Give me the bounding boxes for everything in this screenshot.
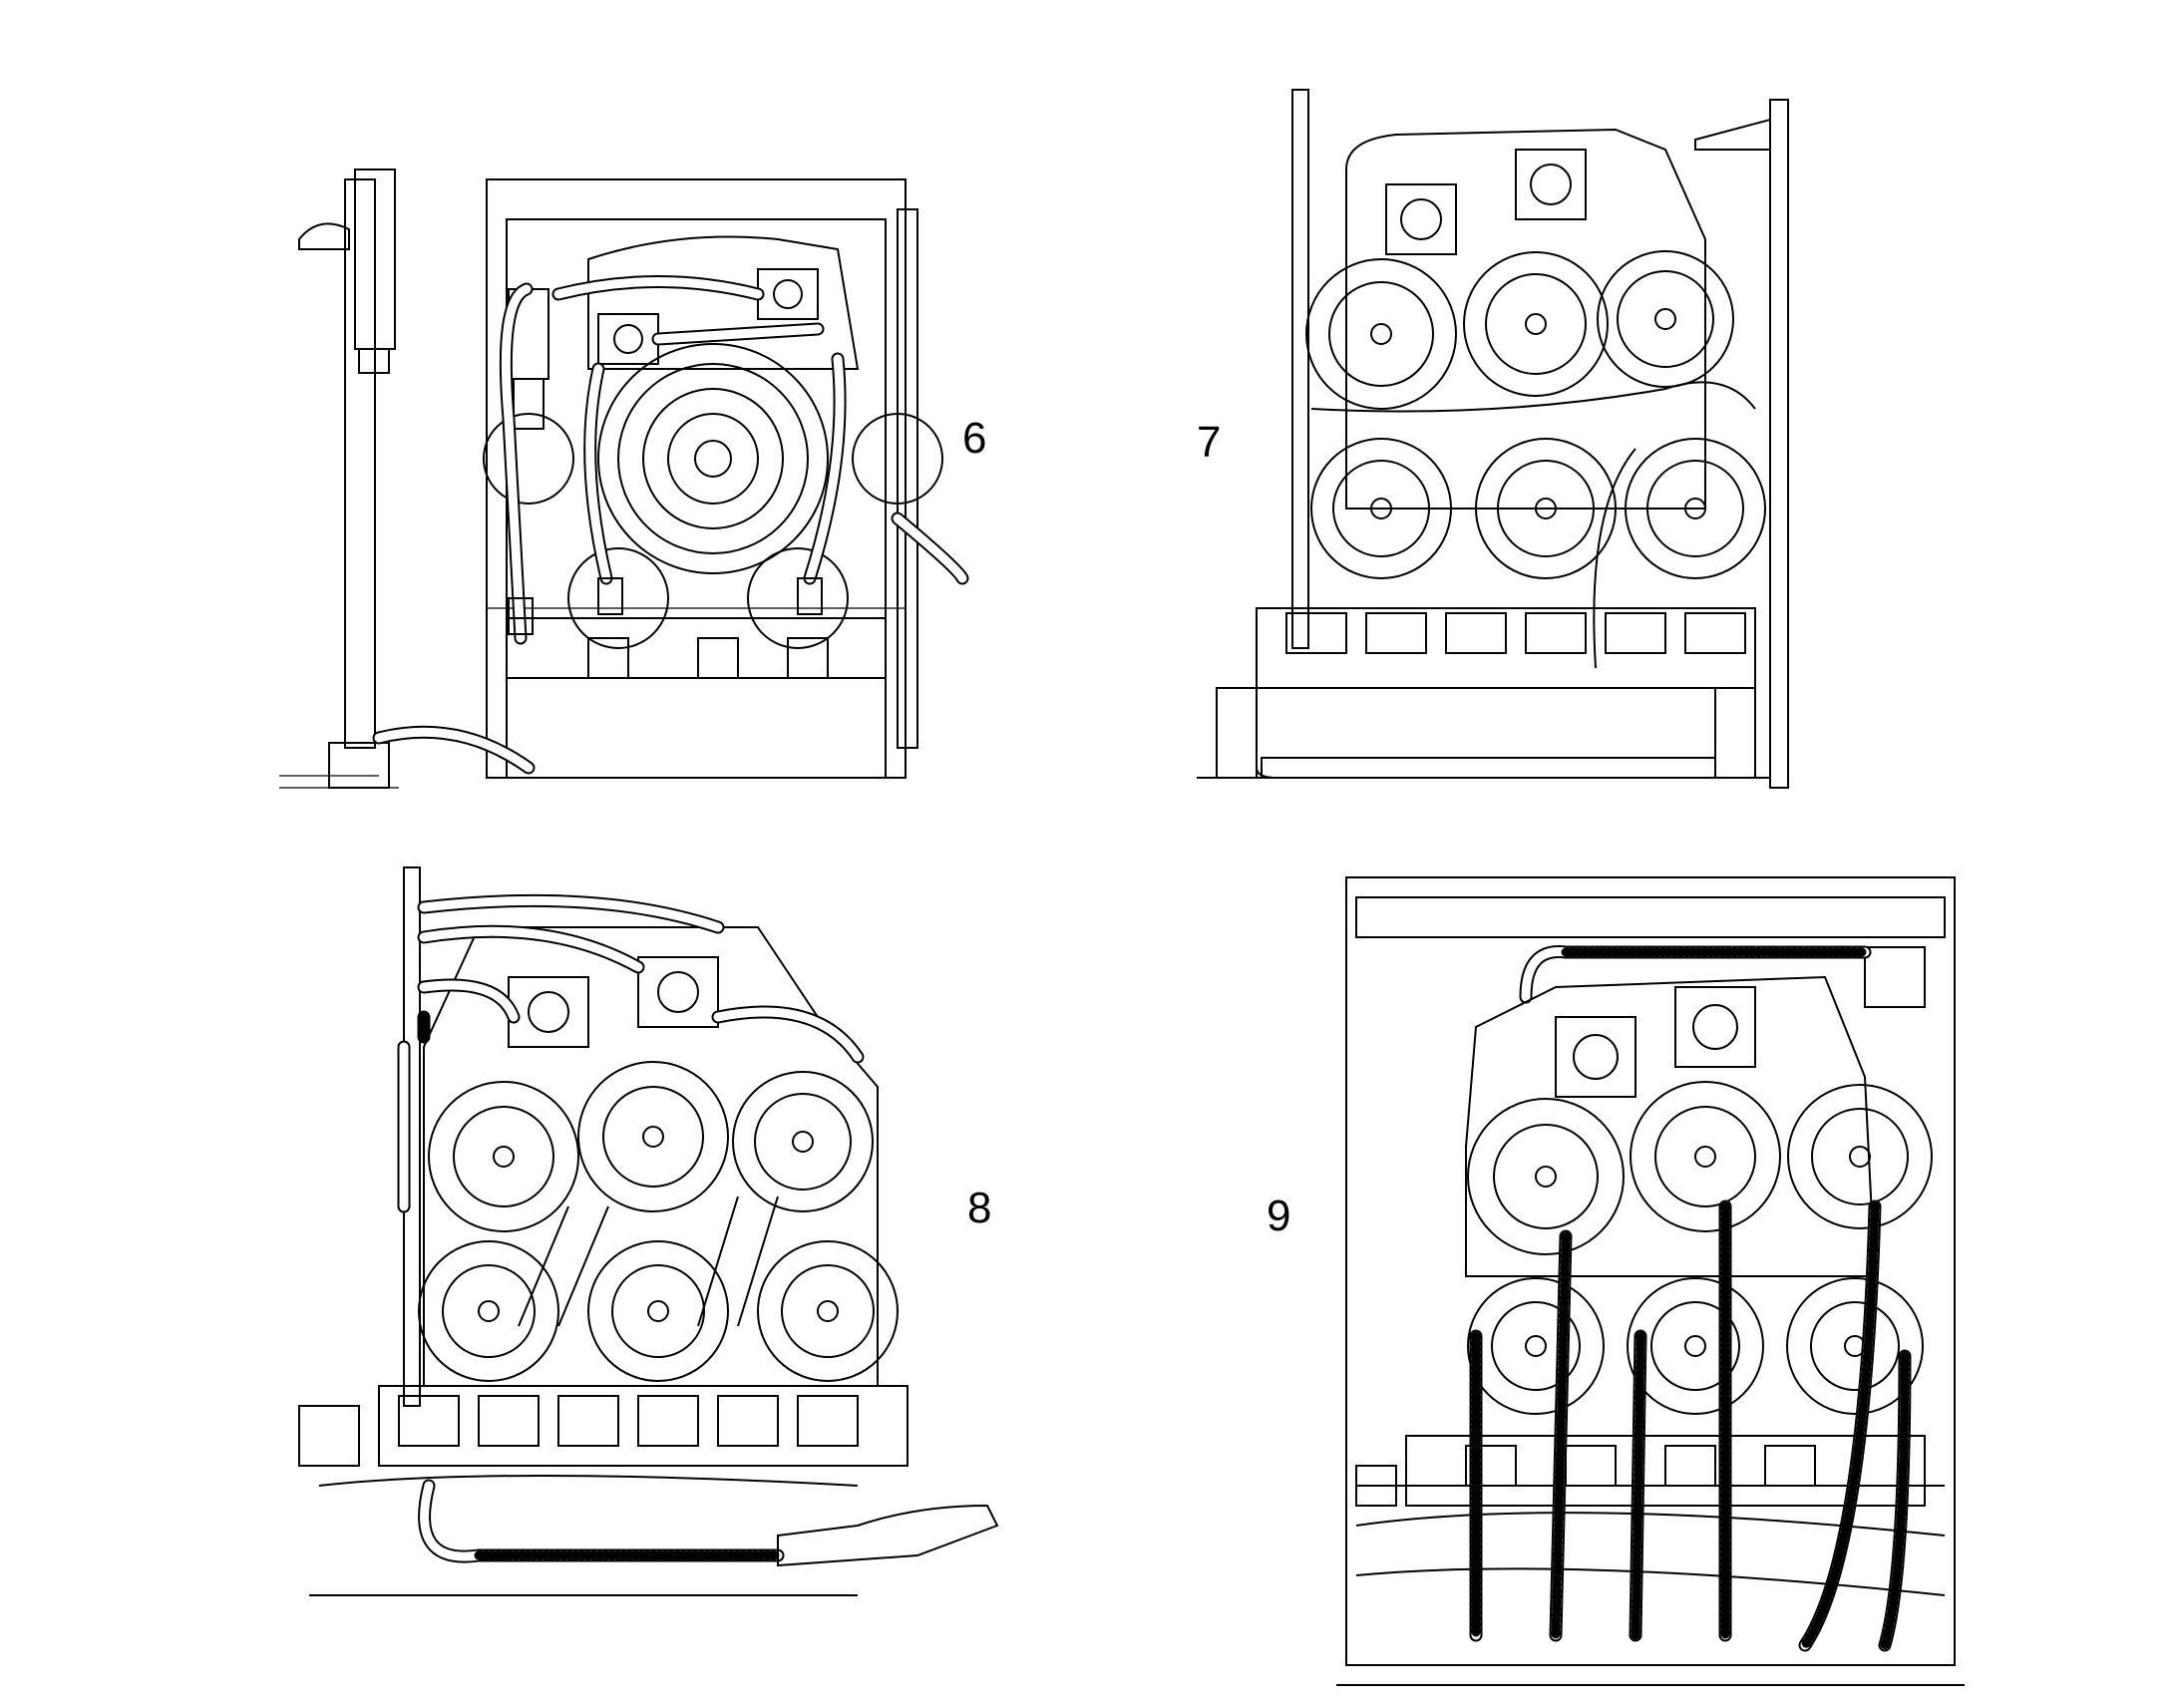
figure-8-drawing (298, 866, 999, 1596)
figure-9-label: 9 (1267, 1192, 1291, 1240)
figure-7-drawing (1197, 89, 1789, 789)
figure-9: 9 (1267, 876, 1965, 1695)
figure-6-drawing (279, 169, 969, 789)
figure-6-label: 6 (962, 414, 987, 463)
figure-8-label: 8 (967, 1184, 992, 1232)
figure-8: 8 (298, 866, 1097, 1596)
figure-9-drawing (1336, 876, 1965, 1686)
figure-6: 6 (259, 160, 986, 798)
figure-7: 7 (1197, 89, 1815, 789)
figure-7-label: 7 (1197, 418, 1222, 467)
